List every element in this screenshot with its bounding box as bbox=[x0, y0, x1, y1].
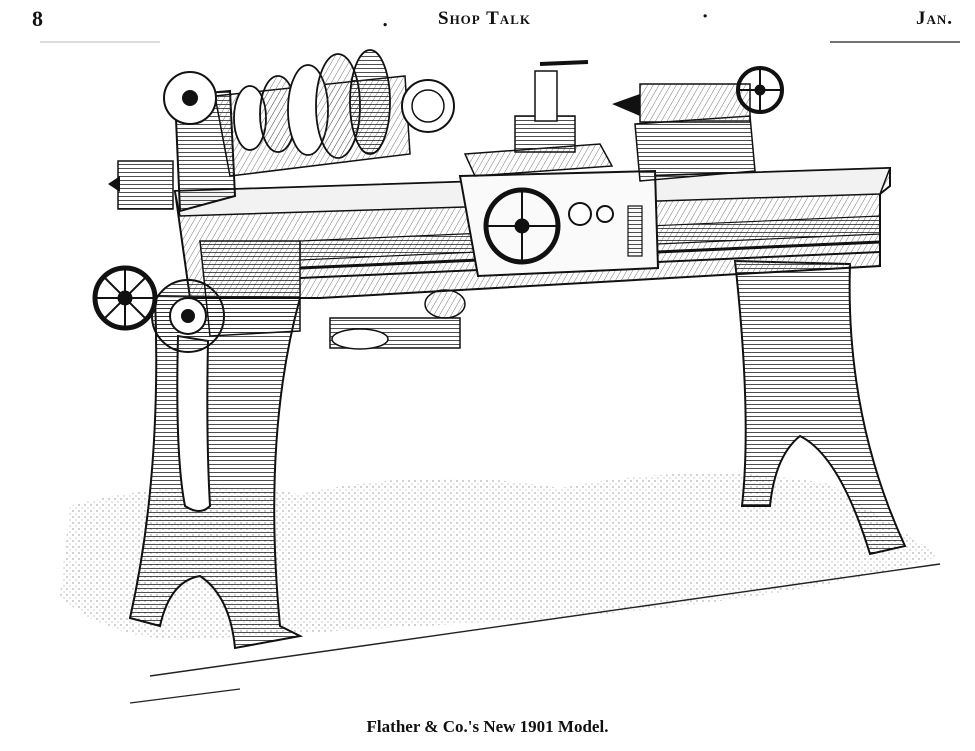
figure-caption: Flather & Co.'s New 1901 Model. bbox=[366, 717, 609, 736]
feed-lever bbox=[627, 205, 643, 257]
floor-shadow bbox=[60, 473, 940, 640]
issue-month: Jan. bbox=[915, 8, 953, 29]
floor-line bbox=[129, 688, 241, 704]
compound-rest bbox=[514, 115, 576, 153]
tool-post-wrench bbox=[539, 60, 589, 66]
tailstock-handwheel bbox=[736, 66, 784, 114]
feed-handwheel bbox=[92, 265, 158, 331]
apron-knob bbox=[568, 202, 592, 226]
live-center bbox=[108, 176, 120, 192]
cone-pulley bbox=[233, 49, 391, 159]
spindle-nose bbox=[117, 160, 174, 210]
apron-knob bbox=[596, 205, 614, 223]
apron-handwheel bbox=[483, 187, 561, 265]
header-dot: · bbox=[702, 6, 709, 27]
right-leg bbox=[733, 259, 907, 556]
dead-center bbox=[612, 94, 640, 116]
page-number: 8 bbox=[32, 6, 43, 31]
quick-change-gears bbox=[329, 289, 466, 350]
change-gear-cover bbox=[151, 279, 225, 353]
tool-post bbox=[534, 70, 558, 122]
floor-line bbox=[149, 563, 941, 677]
tailstock-body bbox=[639, 83, 751, 123]
running-title: Shop Talk bbox=[438, 8, 531, 29]
left-leg bbox=[128, 294, 304, 650]
header-dot: . bbox=[382, 10, 389, 31]
gear-box bbox=[199, 240, 301, 337]
back-gear-wheel bbox=[401, 79, 455, 133]
leg-opening bbox=[176, 334, 212, 512]
tailstock-base bbox=[634, 115, 756, 182]
lathe-engraving bbox=[40, 41, 960, 704]
